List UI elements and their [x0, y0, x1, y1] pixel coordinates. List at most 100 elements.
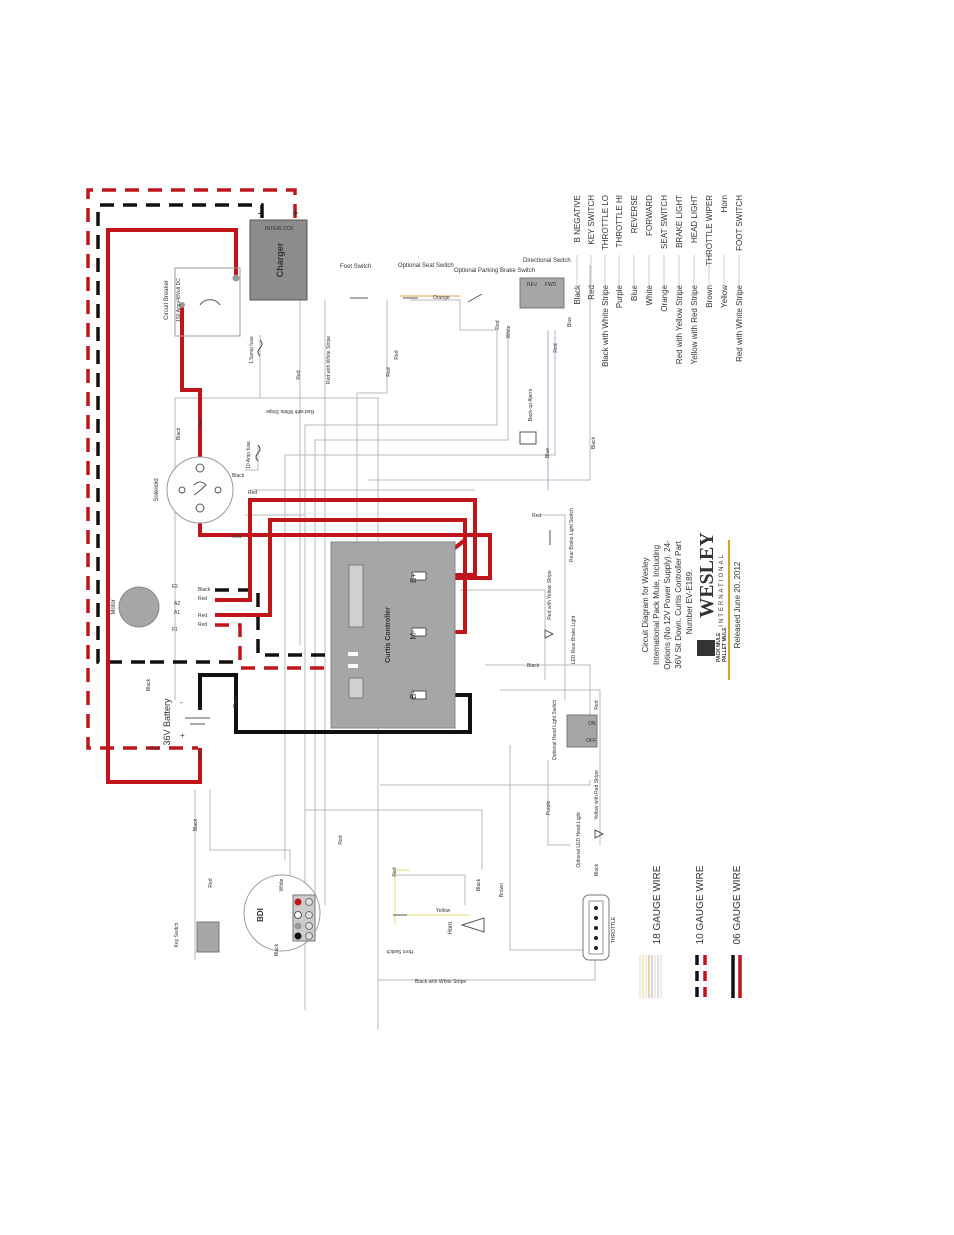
svg-text:Yellow: Yellow — [436, 908, 451, 914]
parking-brake-switch: Optional Parking Brake Switch — [454, 268, 535, 303]
svg-text:A2: A2 — [174, 601, 180, 607]
legend-function: SEAT SWITCH — [660, 195, 669, 249]
legend-wire-color: Purple — [615, 284, 624, 308]
svg-text:F1: F1 — [172, 627, 178, 633]
svg-text:REV: REV — [527, 282, 538, 288]
svg-text:ON: ON — [588, 721, 596, 727]
svg-text:Red: Red — [150, 746, 159, 752]
legend-function: BRAKE LIGHT — [675, 195, 684, 248]
svg-text:Red: Red — [532, 513, 541, 519]
title-line-5: Number EV-E189. — [685, 570, 694, 634]
legend-function: THROTTLE WIPER — [705, 195, 714, 266]
rear-brake-switch: Rear Brake Light Switch — [549, 508, 575, 562]
svg-text:Black: Black — [193, 818, 199, 831]
legend-wire-color: Red with White Stripe — [735, 284, 744, 361]
motor: Motor F2 A2 A1 F1 — [111, 584, 180, 633]
svg-text:Blue: Blue — [567, 317, 573, 327]
release-date: Released June 20, 2012 — [733, 561, 742, 648]
charger-label: Charger — [275, 242, 285, 277]
title-line-1: Circuit Diagram for Wesley — [641, 558, 650, 653]
svg-text:Red: Red — [394, 350, 400, 359]
legend-wire-color: Brown — [705, 285, 714, 308]
svg-text:Red: Red — [594, 700, 600, 709]
svg-text:Back-up Alarm: Back-up Alarm — [528, 389, 534, 422]
thin-wires — [174, 265, 601, 1030]
svg-text:Black: Black — [591, 436, 597, 449]
motor-label: Motor — [111, 599, 117, 614]
svg-text:Horn: Horn — [448, 921, 454, 934]
svg-text:Red: Red — [208, 878, 214, 887]
legend-wire-color: Orange — [660, 284, 669, 311]
brand-sub: INTERNATIONAL — [719, 553, 725, 627]
bdi-gauge: BDI — [243, 874, 321, 952]
m-minus-label: M- — [409, 630, 418, 640]
svg-text:F2: F2 — [172, 584, 178, 590]
breaker-rating-label: 150 Amp/48Volt DC — [176, 278, 182, 322]
gauge-key: 18 GAUGE WIRE 10 GAUGE WIRE 06 GAUGE WIR… — [639, 865, 743, 998]
svg-text:Red: Red — [553, 343, 559, 352]
svg-text:+: + — [180, 731, 185, 740]
svg-text:Black: Black — [476, 878, 482, 891]
controller-pin — [348, 664, 358, 668]
svg-text:Black: Black — [232, 473, 245, 479]
svg-text:Optional Parking Brake Switch: Optional Parking Brake Switch — [454, 268, 535, 274]
backup-alarm: Back-up Alarm — [519, 389, 537, 445]
svg-text:Foot Switch: Foot Switch — [340, 264, 371, 270]
foot-switch: Foot Switch — [340, 264, 371, 299]
svg-text:Red: Red — [392, 867, 398, 876]
battery-label: 36V Battery — [162, 698, 172, 746]
led-rear-brake-light: LED Rear Brake Light — [544, 615, 577, 664]
yellow-wire — [394, 869, 470, 925]
svg-text:Black: Black — [198, 587, 211, 593]
svg-text:FWD: FWD — [545, 282, 557, 288]
title-line-2: International Pack Mule, Including — [652, 545, 661, 665]
svg-text:-: - — [180, 698, 183, 707]
horn-switch: Horn Switch — [386, 914, 413, 954]
legend-wire-color: Yellow — [720, 285, 729, 308]
svg-text:THROTTLE: THROTTLE — [611, 916, 617, 943]
title-block: Circuit Diagram for Wesley International… — [641, 532, 742, 680]
svg-text:Red with Yellow Stripe: Red with Yellow Stripe — [547, 570, 553, 620]
legend-wire-color: Red — [587, 285, 596, 300]
svg-text:Red: Red — [296, 370, 302, 379]
dashed-10-gauge — [86, 188, 348, 750]
horn: Horn — [448, 917, 485, 935]
svg-text:Blue: Blue — [545, 448, 551, 458]
led-head-light: Optional LED Head Light — [576, 812, 605, 868]
legend-wire-color: Blue — [630, 284, 639, 301]
logo-text-2: PALLET MULE — [722, 627, 728, 662]
svg-text:Red: Red — [338, 835, 344, 844]
solenoid: Solenoid — [154, 456, 234, 524]
fuse-small: 1.5amp fuse — [249, 336, 263, 364]
svg-text:A1: A1 — [174, 610, 180, 616]
brand-logo: WESLEY — [696, 532, 718, 618]
pack-mule-logo — [697, 640, 715, 656]
color-legend: Black B NEGATIVE Red KEY SWITCH Black with W… — [573, 195, 744, 367]
gauge-06-label: 06 GAUGE WIRE — [732, 865, 743, 944]
charger-negative-label: - — [258, 208, 261, 218]
charger: Charger INTERLOCK - + — [232, 208, 308, 301]
b-plus-label: B+ — [409, 573, 418, 583]
svg-text:Red: Red — [232, 534, 241, 540]
legend-wire-color: Black with White Stripe — [601, 284, 610, 366]
charger-positive-label: + — [293, 208, 298, 218]
charger-terminal — [232, 274, 240, 282]
legend-function: KEY SWITCH — [587, 195, 596, 245]
svg-text:Optional Seat Switch: Optional Seat Switch — [398, 263, 454, 269]
curtis-controller: Curtis Controller B+ M- B- — [330, 541, 456, 729]
key-switch: Key Switch — [174, 921, 220, 953]
legend-wire-color: Red with Yellow Stripe — [675, 284, 684, 364]
svg-text:Red: Red — [248, 490, 257, 496]
svg-text:Red: Red — [198, 622, 207, 628]
legend-function: FORWARD — [645, 195, 654, 236]
wire-labels: Black Red Black Red Red Red with White S… — [146, 295, 600, 985]
svg-text:Black: Black — [274, 943, 280, 956]
seat-switch: Optional Seat Switch — [398, 263, 454, 299]
svg-text:Red: Red — [495, 320, 501, 329]
legend-function: B NEGATIVE — [573, 195, 582, 242]
directional-switch: Directional Switch REV FWD — [519, 258, 571, 309]
svg-text:Rear Brake Light Switch: Rear Brake Light Switch — [569, 508, 575, 562]
svg-text:Horn Switch: Horn Switch — [386, 948, 413, 954]
svg-text:Purple: Purple — [546, 801, 552, 816]
legend-wire-color: Black — [573, 284, 582, 305]
